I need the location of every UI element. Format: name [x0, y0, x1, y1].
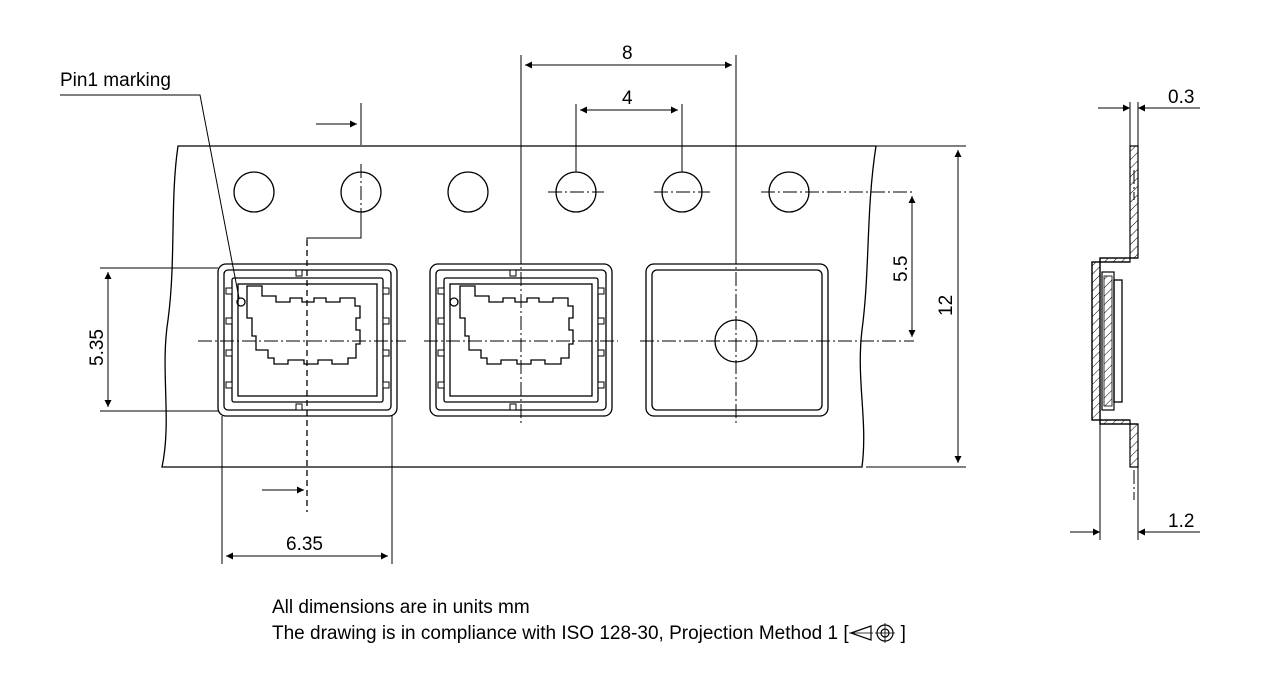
- side-view: [1091, 145, 1139, 500]
- dim-5-5: 5.5: [891, 196, 916, 337]
- tape-outline: [161, 145, 877, 468]
- dim-4-label: 4: [622, 88, 633, 109]
- iso-note: The drawing is in compliance with ISO 12…: [272, 622, 906, 645]
- iso-note-end: ]: [900, 623, 906, 644]
- units-note: All dimensions are in units mm: [272, 597, 530, 618]
- pocket-leader: [306, 220, 362, 240]
- dim-0-3-label: 0.3: [1168, 87, 1194, 108]
- dim-5-35-label: 5.35: [87, 329, 108, 366]
- dim-6-35: 6.35: [221, 416, 393, 564]
- pin1-leader: [60, 94, 240, 299]
- first-angle-projection-icon: [848, 623, 895, 643]
- dim-1-2: 1.2: [1070, 424, 1200, 540]
- dim-8-label: 8: [622, 43, 633, 64]
- dim-0-3: 0.3: [1098, 87, 1200, 146]
- dim-12: 12: [866, 145, 966, 468]
- sprocket-hole: [447, 171, 489, 213]
- centerlines: [198, 240, 914, 512]
- dim-4: 4: [575, 88, 683, 172]
- hole-centerlines: [360, 164, 914, 220]
- section-arrows: [262, 103, 362, 494]
- dim-8: 8: [520, 43, 737, 250]
- dim-5-5-label: 5.5: [891, 256, 912, 282]
- dim-1-2-label: 1.2: [1168, 511, 1194, 532]
- pin1-label: Pin1 marking: [60, 70, 171, 91]
- dim-12-label: 12: [936, 295, 957, 316]
- dim-6-35-label: 6.35: [286, 534, 323, 555]
- pocket-3: [645, 263, 829, 417]
- sprocket-hole: [233, 171, 275, 213]
- pin1-marker: [236, 297, 246, 307]
- iso-note-text: The drawing is in compliance with ISO 12…: [272, 623, 849, 644]
- dim-5-35: 5.35: [87, 267, 218, 412]
